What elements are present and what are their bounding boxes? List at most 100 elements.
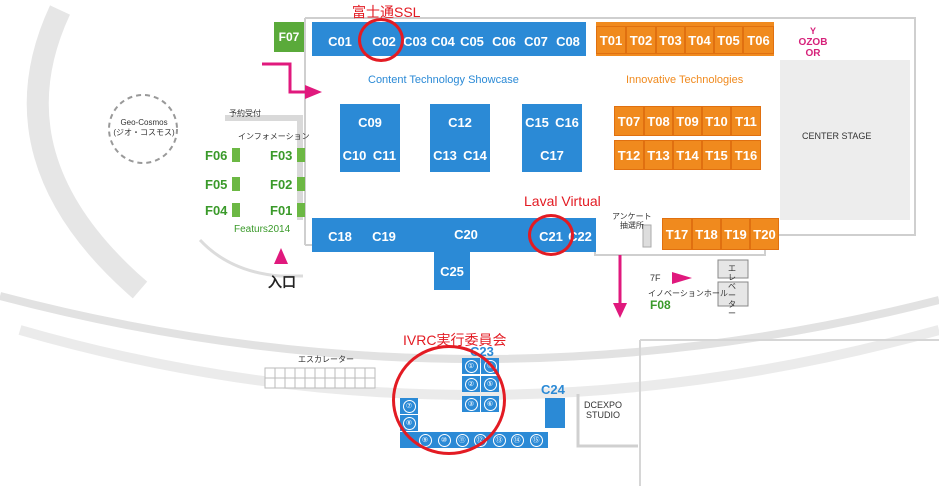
survey-line2: 抽選所 <box>619 221 644 230</box>
elevator-upper <box>717 259 749 279</box>
booth-t08[interactable]: T08 <box>644 106 673 136</box>
booth-c03[interactable]: C03 <box>400 30 430 52</box>
booth-t09[interactable]: T09 <box>673 106 702 136</box>
innovation-hall-arrow <box>672 272 692 284</box>
dcexpo-label: DCEXPO STUDIO <box>584 400 622 420</box>
booth-c12[interactable]: C12 <box>432 106 488 138</box>
c23-item-15[interactable]: ⑮ <box>527 432 545 448</box>
booth-c10[interactable]: C10 <box>340 140 369 170</box>
booth-t10[interactable]: T10 <box>702 106 731 136</box>
booth-c11[interactable]: C11 <box>370 140 399 170</box>
fujitsu-annotation: 富士通SSL <box>352 4 421 20</box>
booth-f03[interactable]: F03 <box>270 148 293 163</box>
booth-t07[interactable]: T07 <box>614 106 644 136</box>
booth-t02[interactable]: T02 <box>626 26 656 54</box>
booth-f02[interactable]: F02 <box>270 177 293 192</box>
booth-t19[interactable]: T19 <box>721 218 750 250</box>
f04-marker <box>232 203 240 217</box>
booth-t18[interactable]: T18 <box>692 218 721 250</box>
f01-marker <box>297 203 305 217</box>
geo-cosmos-label: Geo-Cosmos (ジオ・コスモス) <box>112 118 176 138</box>
ivrc-circle <box>392 345 506 455</box>
booth-c18[interactable]: C18 <box>316 222 364 250</box>
elevator-label: エレベーター <box>728 264 736 318</box>
c23-num-15: ⑮ <box>529 433 543 447</box>
booth-f06[interactable]: F06 <box>205 148 228 163</box>
entrance-arrow <box>274 248 288 264</box>
booth-t01[interactable]: T01 <box>596 26 626 54</box>
booth-f07[interactable]: F07 <box>274 22 304 52</box>
booth-c08[interactable]: C08 <box>552 30 584 52</box>
geo-cosmos-kana: (ジオ・コスモス) <box>113 128 175 137</box>
booth-c07[interactable]: C07 <box>520 30 552 52</box>
booth-c19[interactable]: C19 <box>366 222 402 250</box>
c23-num-14: ⑭ <box>510 433 524 447</box>
floor-7f-label: 7F <box>650 273 661 283</box>
booth-t15[interactable]: T15 <box>702 140 731 170</box>
dcexpo-line1: DCEXPO <box>584 400 623 410</box>
survey-booth <box>642 224 652 248</box>
c23-item-14[interactable]: ⑭ <box>508 432 526 448</box>
booth-c17[interactable]: C17 <box>524 140 580 170</box>
booth-t12[interactable]: T12 <box>614 140 644 170</box>
booth-c16[interactable]: C16 <box>552 106 582 138</box>
geo-cosmos-name: Geo-Cosmos <box>120 118 168 127</box>
innovation-hall-label: イノベーションホール <box>648 289 728 298</box>
f05-marker <box>232 177 240 191</box>
booth-c05[interactable]: C05 <box>456 30 488 52</box>
survey-line1: アンケート <box>612 212 652 221</box>
booth-c14[interactable]: C14 <box>460 140 490 170</box>
logo-text: OZOBOR <box>798 37 828 59</box>
booth-t11[interactable]: T11 <box>731 106 761 136</box>
c24-label[interactable]: C24 <box>541 382 565 397</box>
booth-t04[interactable]: T04 <box>685 26 714 54</box>
booth-c06[interactable]: C06 <box>488 30 520 52</box>
center-stage-label: CENTER STAGE <box>802 131 872 141</box>
laval-circle <box>528 214 574 256</box>
information-label: インフォメーション <box>238 132 310 141</box>
booth-t13[interactable]: T13 <box>644 140 673 170</box>
outer-curve <box>26 5 148 299</box>
booth-t17[interactable]: T17 <box>662 218 692 250</box>
laval-annotation: Laval Virtual <box>524 193 601 209</box>
booth-c25[interactable]: C25 <box>434 252 470 290</box>
down-arrow-head <box>613 303 627 318</box>
ivrc-annotation: IVRC実行委員会 <box>403 332 507 348</box>
innovative-label: Innovative Technologies <box>626 74 744 86</box>
entry-arrow-head <box>305 85 322 99</box>
booth-t03[interactable]: T03 <box>656 26 685 54</box>
booth-f08[interactable]: F08 <box>650 298 671 312</box>
escalator-label: エスカレーター <box>298 355 354 364</box>
elevator-lower <box>717 281 749 307</box>
booth-t06[interactable]: T06 <box>743 26 774 54</box>
survey-label: アンケート 抽選所 <box>612 212 652 230</box>
booth-c13[interactable]: C13 <box>430 140 460 170</box>
featurs-label: Featurs2014 <box>234 224 291 235</box>
booth-f04[interactable]: F04 <box>205 203 228 218</box>
booth-f01[interactable]: F01 <box>270 203 293 218</box>
c24-booth[interactable] <box>545 398 565 428</box>
fujitsu-circle <box>358 18 404 62</box>
booth-c15[interactable]: C15 <box>522 106 552 138</box>
geo-cosmos-circle <box>108 94 178 164</box>
booth-f05[interactable]: F05 <box>205 177 228 192</box>
booth-t05[interactable]: T05 <box>714 26 743 54</box>
booth-c04[interactable]: C04 <box>428 30 458 52</box>
booth-c09[interactable]: C09 <box>342 106 398 138</box>
booth-t20[interactable]: T20 <box>750 218 779 250</box>
studio-wall <box>576 394 638 448</box>
booth-c20[interactable]: C20 <box>404 222 528 246</box>
booth-c01[interactable]: C01 <box>318 30 362 52</box>
entrance-lane <box>198 238 303 278</box>
entrance-label: 入口 <box>268 274 296 290</box>
f02-marker <box>297 177 305 191</box>
c23-item-13[interactable]: ⑬ <box>490 432 508 448</box>
showcase-label: Content Technology Showcase <box>368 74 519 86</box>
f03-marker <box>297 148 305 162</box>
booth-t14[interactable]: T14 <box>673 140 702 170</box>
escalator-shape <box>264 367 376 389</box>
f06-marker <box>232 148 240 162</box>
booth-t16[interactable]: T16 <box>731 140 761 170</box>
ozobor-logo: Y OZOBOR <box>796 26 830 70</box>
